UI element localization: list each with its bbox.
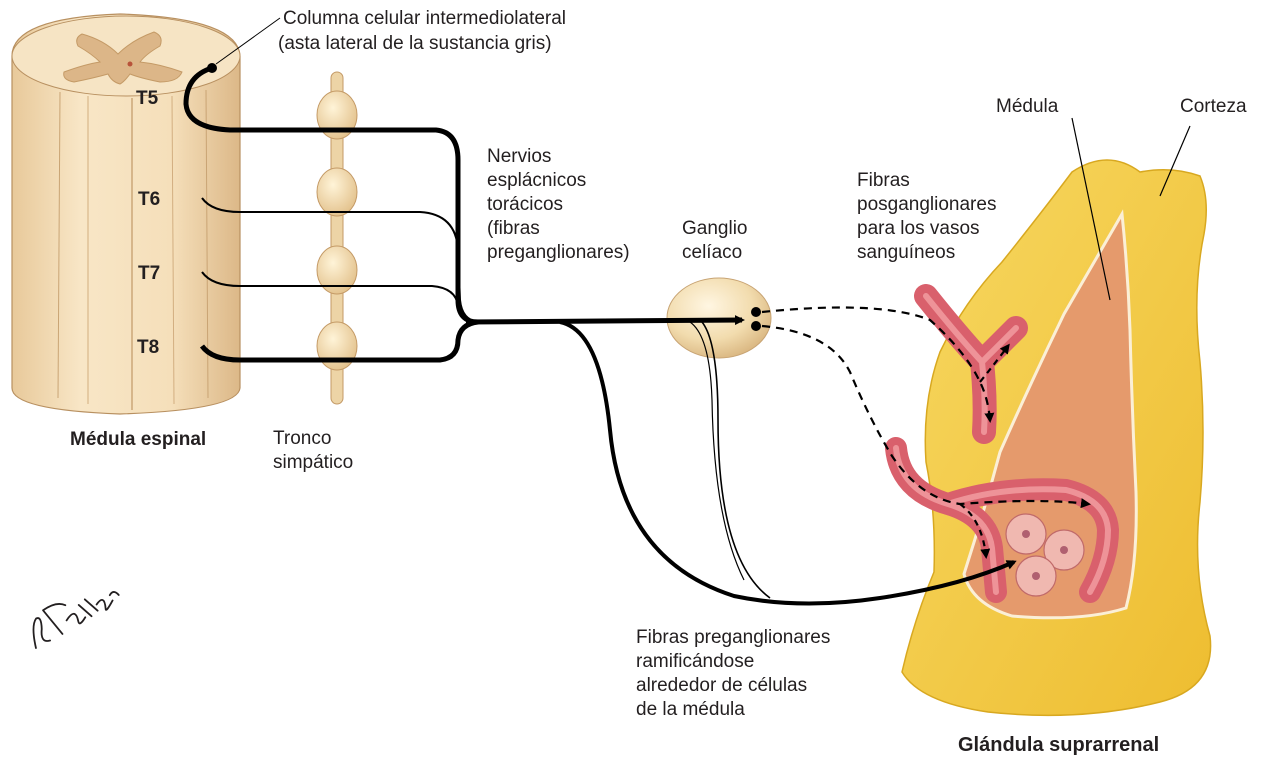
segment-label-t5: T5 [136,88,159,109]
splanchnic-label-line5: preganglionares) [487,242,630,263]
cell-nucleus [1032,572,1040,580]
postganglionic-label-line4: sanguíneos [857,242,955,263]
adrenal-gland-label: Glándula suprarrenal [958,734,1159,756]
splanchnic-label-line1: Nervios [487,146,551,167]
lateral-horn-dot [207,63,217,73]
splanchnic-main-trunk [466,320,742,322]
segment-label-t8: T8 [137,337,159,358]
trunk-ganglion-4 [317,322,357,370]
central-canal [128,62,133,67]
sympathetic-trunk [317,72,357,404]
postganglionic-label-line2: posganglionares [857,194,996,215]
preganglionic-branch-thin [702,322,770,598]
trunk-label-line1: Tronco [273,428,331,449]
splanchnic-label-line2: esplácnicos [487,170,586,191]
spinal-cord [12,14,240,414]
segment-label-t6: T6 [138,189,160,210]
header-label-line2: (asta lateral de la sustancia gris) [278,33,552,54]
preganglionic-label-line1: Fibras preganglionares [636,627,830,648]
cell-nucleus [1060,546,1068,554]
header-label-line1: Columna celular intermediolateral [283,8,566,29]
trunk-ganglion-2 [317,168,357,216]
spinal-cord-label: Médula espinal [70,429,206,450]
segment-label-t7: T7 [138,263,160,284]
cortex-label: Corteza [1180,96,1247,117]
synapse-dot [751,321,761,331]
ganglion-label-line2: celíaco [682,242,742,263]
artist-signature [22,575,123,648]
trunk-label-line2: simpático [273,452,353,473]
medulla-label: Médula [996,96,1059,117]
ganglion-label-line1: Ganglio [682,218,748,239]
postganglionic-label-line3: para los vasos [857,218,980,239]
preganglionic-label-line3: alrededor de células [636,675,807,696]
preganglionic-label-line2: ramificándose [636,651,754,672]
synapse-dot [751,307,761,317]
postganglionic-label-line1: Fibras [857,170,910,191]
cell-nucleus [1022,530,1030,538]
splanchnic-label-line3: torácicos [487,194,563,215]
preganglionic-label-line4: de la médula [636,699,745,720]
preganglionic-branch-thin [690,322,744,580]
splanchnic-label-line4: (fibras [487,218,540,239]
